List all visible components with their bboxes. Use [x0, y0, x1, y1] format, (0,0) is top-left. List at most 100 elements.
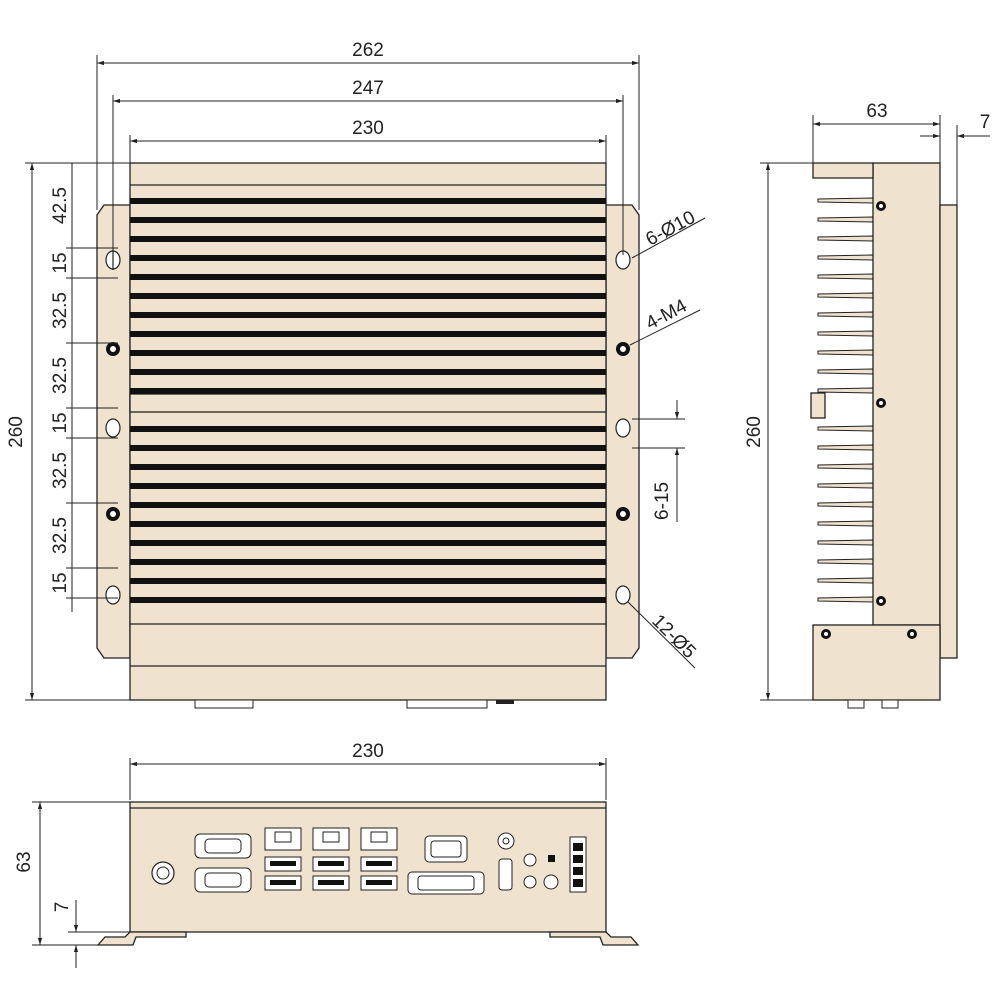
- lan-usb-ports: [264, 827, 398, 891]
- audio-jack: [497, 832, 515, 850]
- button-1: [523, 875, 537, 889]
- side-fin: [817, 254, 874, 261]
- side-fin: [817, 216, 874, 223]
- lan-jack: [370, 831, 388, 843]
- front-height-63-label: 63: [14, 851, 35, 872]
- side-fin: [817, 539, 874, 546]
- fin: [130, 293, 606, 299]
- side-connector-b: [881, 699, 899, 709]
- side-fin: [817, 463, 874, 470]
- side-fin: [817, 368, 874, 375]
- callout-6-d10: 6-Ø10: [642, 207, 698, 250]
- usb-tongue: [318, 880, 344, 885]
- fin: [130, 198, 606, 204]
- spacing-label: 42.5: [50, 187, 71, 224]
- usb-tongue: [366, 880, 392, 885]
- led-2: [548, 855, 555, 862]
- fin: [130, 217, 606, 223]
- fin: [130, 331, 606, 337]
- width-230-label: 230: [352, 118, 384, 139]
- side-fin: [817, 292, 874, 299]
- m4-screw-holes: [106, 342, 630, 521]
- right-foot: [549, 931, 640, 946]
- keyhole-slots: [105, 250, 631, 605]
- bottom-connector-small: [496, 700, 514, 704]
- width-247-label: 247: [352, 78, 384, 99]
- side-fin: [817, 501, 874, 508]
- spacing-label: 32.5: [50, 357, 71, 394]
- top-view: 262 247 230 260 42.5 15 32.5 32.5 15 32.5 32.5…: [6, 40, 706, 709]
- side-heatsink-fins: [817, 197, 874, 603]
- side-fin: [817, 311, 874, 318]
- fin: [130, 597, 606, 603]
- side-plate: [939, 204, 958, 659]
- callout-6-15: 6-15: [652, 482, 673, 520]
- side-height-260-label: 260: [744, 416, 765, 448]
- heatsink-fins: [130, 198, 606, 603]
- side-bottom-block: [812, 624, 941, 701]
- center-rib: [129, 393, 607, 413]
- width-262-label: 262: [352, 40, 384, 61]
- front-view: 230 63 7: [14, 741, 640, 968]
- fin: [130, 559, 606, 565]
- side-fin: [817, 558, 874, 565]
- fin: [130, 369, 606, 375]
- fin: [130, 483, 606, 489]
- side-fin: [817, 387, 874, 394]
- side-screws: [821, 201, 917, 639]
- side-fin: [817, 235, 874, 242]
- power-connector: [151, 861, 175, 885]
- spacing-label: 32.5: [50, 452, 71, 489]
- fin: [130, 540, 606, 546]
- fin: [130, 464, 606, 470]
- side-view: 63 7 260: [744, 101, 990, 709]
- side-fin: [817, 425, 874, 432]
- terminal-block: [569, 836, 587, 893]
- fin: [130, 255, 606, 261]
- side-fin: [817, 330, 874, 337]
- spacing-label: 32.5: [50, 292, 71, 329]
- vga-port: [424, 835, 468, 863]
- side-center-bracket: [810, 392, 826, 419]
- dvi-port: [407, 871, 485, 895]
- lan-jack: [274, 831, 292, 843]
- fin: [130, 578, 606, 584]
- side-fin: [817, 520, 874, 527]
- side-housing: [872, 162, 941, 626]
- led-1: [523, 853, 537, 867]
- fin: [130, 388, 606, 394]
- usb-vertical-port: [498, 858, 513, 891]
- side-connector-a: [847, 699, 865, 709]
- fin: [130, 426, 606, 432]
- side-fin: [817, 482, 874, 489]
- side-fin: [817, 273, 874, 280]
- usb-tongue: [270, 880, 296, 885]
- left-foot: [96, 931, 187, 946]
- side-fin: [817, 197, 874, 204]
- height-260-label: 260: [6, 416, 27, 448]
- com-port-2: [194, 867, 252, 893]
- fin: [130, 502, 606, 508]
- fin: [130, 445, 606, 451]
- fin: [130, 274, 606, 280]
- callout-4-m4: 4-M4: [642, 295, 690, 334]
- bottom-connector-left: [194, 699, 254, 709]
- spacing-label: 32.5: [50, 517, 71, 554]
- usb-tongue: [318, 861, 344, 866]
- front-width-230-label: 230: [352, 741, 384, 762]
- side-fin: [817, 596, 874, 603]
- side-fin: [817, 444, 874, 451]
- usb-tongue: [270, 861, 296, 866]
- side-top-fins: [812, 162, 874, 179]
- side-fin: [817, 577, 874, 584]
- button-2: [543, 874, 559, 890]
- bottom-connector-mid: [406, 699, 488, 709]
- fin: [130, 350, 606, 356]
- spacing-label: 15: [50, 252, 71, 273]
- fin: [130, 312, 606, 318]
- side-fin: [817, 349, 874, 356]
- callout-12-d5: 12-Ø5: [647, 611, 699, 663]
- fin: [130, 236, 606, 242]
- spacing-label: 15: [50, 412, 71, 433]
